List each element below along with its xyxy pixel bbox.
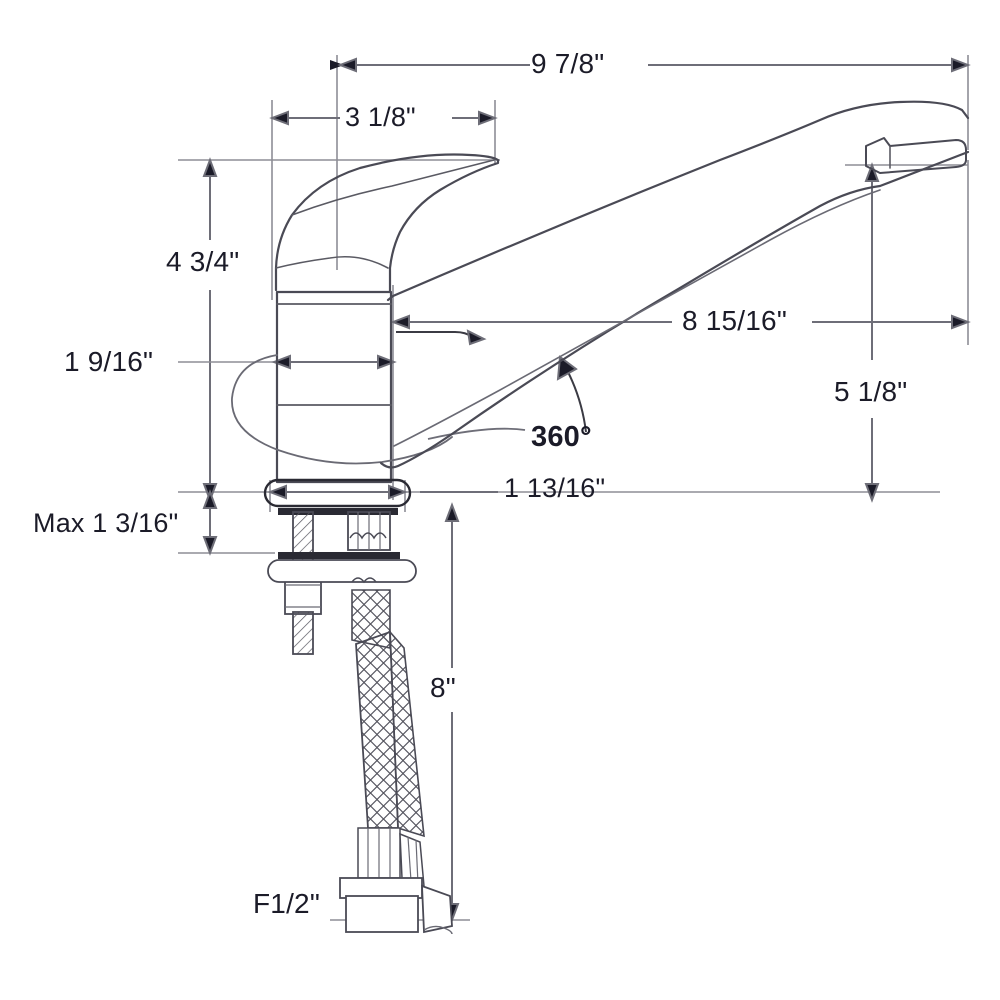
- faucet-outline: [231, 100, 970, 508]
- dim-label-max-deck-thickness: Max 1 3/16": [33, 508, 179, 538]
- escutcheon-base: [263, 478, 412, 508]
- dim-hose-length: [444, 502, 460, 923]
- dim-swivel-arc: [427, 355, 587, 440]
- dim-label-base-diameter: 1 13/16": [504, 473, 606, 503]
- dim-handle-offset: [269, 110, 498, 126]
- dim-label-handle-offset: 3 1/8": [345, 102, 416, 132]
- handle-lever: [274, 153, 500, 294]
- mounting-hardware: [267, 508, 417, 655]
- dim-label-swivel: 360°: [531, 421, 592, 453]
- spout-bottom-edge: [379, 150, 970, 469]
- dim-spout-reach: [390, 314, 971, 346]
- dim-overall-reach: [330, 57, 971, 73]
- dim-label-hose-thread: F1/2": [253, 888, 320, 919]
- supply-tube-crimp: [349, 532, 387, 540]
- hose-crimp-upper: [351, 577, 377, 584]
- hose-connector: [339, 877, 453, 935]
- handle-top-crease: [291, 159, 495, 216]
- dim-label-hose-length: 8": [430, 672, 456, 703]
- dimension-lines: [178, 57, 971, 923]
- deck-gasket: [267, 559, 417, 583]
- dim-max-deck-thickness: [202, 489, 218, 556]
- dim-spout-height: [864, 162, 880, 503]
- faucet-body: [275, 290, 393, 484]
- dim-body-diameter: [178, 354, 397, 370]
- dim-overall-height: [202, 157, 218, 503]
- dim-label-overall-reach: 9 7/8": [531, 48, 605, 79]
- hose-collar: [357, 827, 425, 888]
- dim-label-body-diameter: 1 9/16": [64, 346, 154, 377]
- handle-underside: [275, 255, 389, 269]
- aerator-head: [865, 137, 967, 174]
- dim-label-spout-reach: 8 15/16": [682, 305, 787, 336]
- braided-supply-hose: [339, 629, 453, 935]
- upper-washer: [278, 508, 398, 515]
- lower-washer: [278, 552, 400, 559]
- spout-top-edge: [386, 100, 970, 302]
- dim-label-spout-height: 5 1/8": [834, 376, 908, 407]
- hose-braid-side: [389, 629, 425, 838]
- mounting-nut: [284, 577, 322, 615]
- dim-base-diameter: [267, 484, 498, 500]
- shank-thread-lower: [292, 611, 314, 655]
- spout-crease: [393, 189, 881, 447]
- swivel-ellipse: [231, 354, 453, 465]
- dim-label-overall-height: 4 3/4": [166, 246, 240, 277]
